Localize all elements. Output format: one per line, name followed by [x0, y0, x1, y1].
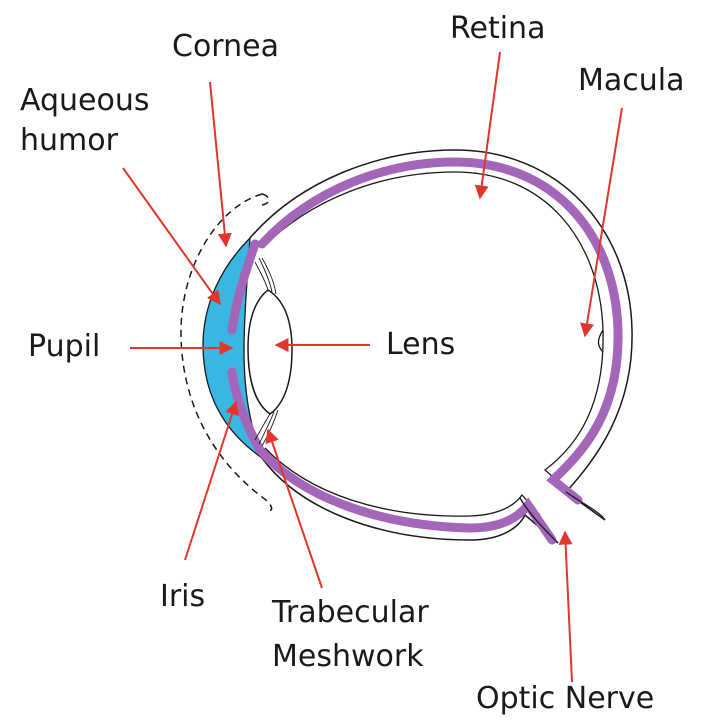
- label-aqueous-line1: Aqueous: [20, 84, 150, 118]
- retina-layer-lower: [262, 452, 552, 540]
- label-lens: Lens: [386, 328, 455, 362]
- label-aqueous-line2: humor: [20, 124, 118, 158]
- label-retina: Retina: [450, 12, 545, 46]
- cornea-pointer: [210, 82, 226, 246]
- label-iris: Iris: [160, 580, 205, 614]
- optic-nerve-pointer: [565, 532, 572, 682]
- label-pupil: Pupil: [28, 330, 100, 364]
- sclera-outer-lower: [262, 458, 558, 543]
- label-macula: Macula: [578, 64, 685, 98]
- trabecular-pointer: [268, 430, 322, 588]
- label-trabecular-line1: Trabecular: [272, 596, 429, 630]
- iris-pointer: [185, 402, 236, 560]
- cornea-dashed-tip: [262, 194, 269, 205]
- label-trabecular-line2: Meshwork: [272, 640, 424, 674]
- label-optic-nerve: Optic Nerve: [476, 682, 654, 716]
- aqueous-pointer: [123, 168, 220, 304]
- lens: [248, 290, 292, 414]
- label-cornea: Cornea: [172, 30, 279, 64]
